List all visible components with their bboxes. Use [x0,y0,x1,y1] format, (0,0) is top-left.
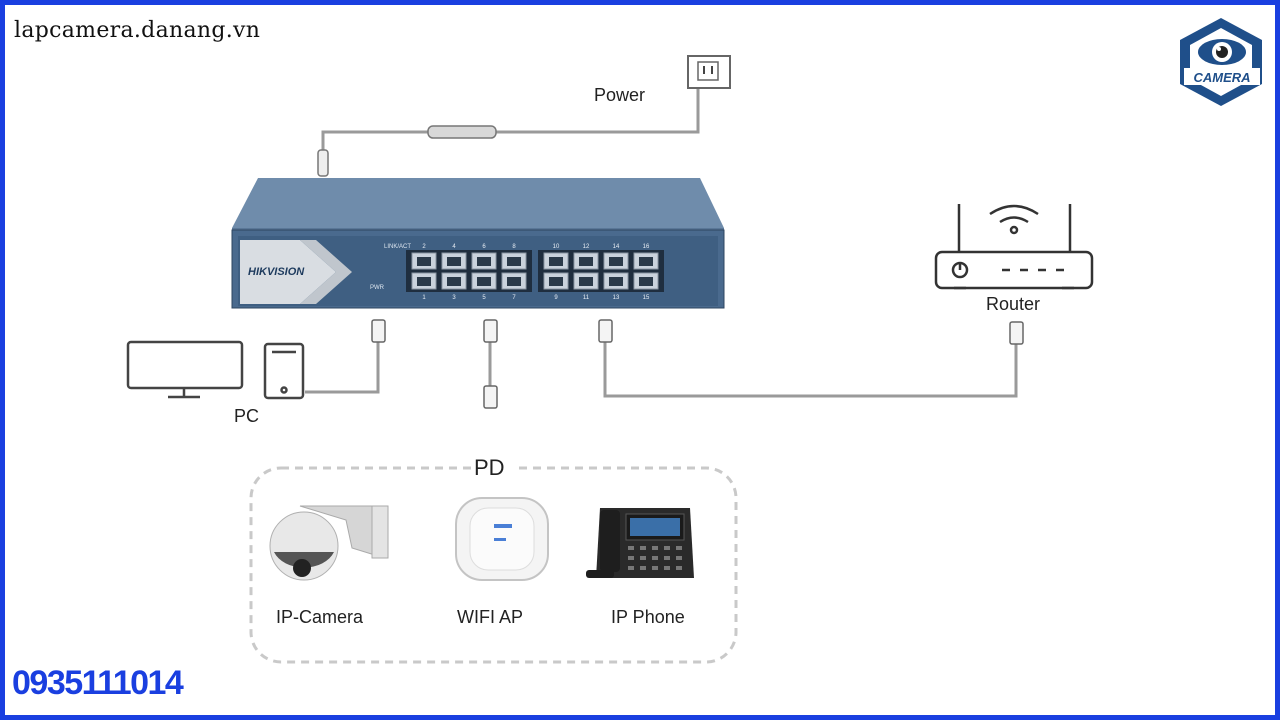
power-outlet-icon [687,55,731,89]
port-number-top: 6 [482,244,486,250]
switch-port-socket [579,277,593,286]
pd-label: PD [474,455,505,480]
switch-port-socket [417,257,431,266]
switch-port-socket [477,257,491,266]
switch-port-socket [549,277,563,286]
router-label: Router [986,294,1040,314]
port-number-bottom: 7 [512,295,516,301]
switch-port-socket [417,277,431,286]
power-cable [317,82,700,177]
port-number-bottom: 11 [583,295,590,301]
ip-camera-label: IP-Camera [276,607,364,627]
port-number-top: 16 [643,244,650,250]
pc-label: PC [234,406,259,426]
phone-number: 0935111014 [12,664,184,702]
port-number-bottom: 9 [554,295,558,301]
camera-logo: CAMERA [1180,18,1262,106]
switch-port-socket [579,257,593,266]
switch-port-socket [477,277,491,286]
wifi-ap-label: WIFI AP [457,607,523,627]
port-number-top: 12 [583,244,590,250]
switch-port-socket [549,257,563,266]
router-icon [934,204,1094,290]
port-number-top: 10 [553,244,560,250]
logo-text: CAMERA [1193,70,1250,85]
pc-icon [126,340,305,400]
switch-brand: HIKVISION [248,266,305,278]
rj45-connectors [371,319,1024,409]
port-number-bottom: 3 [452,295,456,301]
port-number-bottom: 13 [613,295,620,301]
ethernet-cables [305,342,1018,398]
port-number-top: 4 [452,244,456,250]
ip-phone-label: IP Phone [611,607,685,627]
switch-port-socket [609,257,623,266]
switch-port-socket [507,257,521,266]
port-number-bottom: 15 [643,295,650,301]
port-number-bottom: 1 [422,295,426,301]
ip-phone-icon [586,508,694,578]
switch-port-socket [447,277,461,286]
port-number-bottom: 5 [482,295,486,301]
port-number-top: 8 [512,244,516,250]
switch-port-socket [609,277,623,286]
switch-port-socket [507,277,521,286]
switch-pwr: PWR [370,285,385,291]
wifi-ap-icon [455,497,549,581]
site-url: lapcamera.danang.vn [14,18,261,43]
power-label: Power [594,85,645,105]
port-number-top: 14 [613,244,620,250]
switch-link-act: LINK/ACT [384,244,411,250]
port-number-top: 2 [422,244,426,250]
switch-port-socket [639,257,653,266]
switch-port-socket [447,257,461,266]
switch-port-socket [639,277,653,286]
ip-camera-icon [269,505,389,581]
